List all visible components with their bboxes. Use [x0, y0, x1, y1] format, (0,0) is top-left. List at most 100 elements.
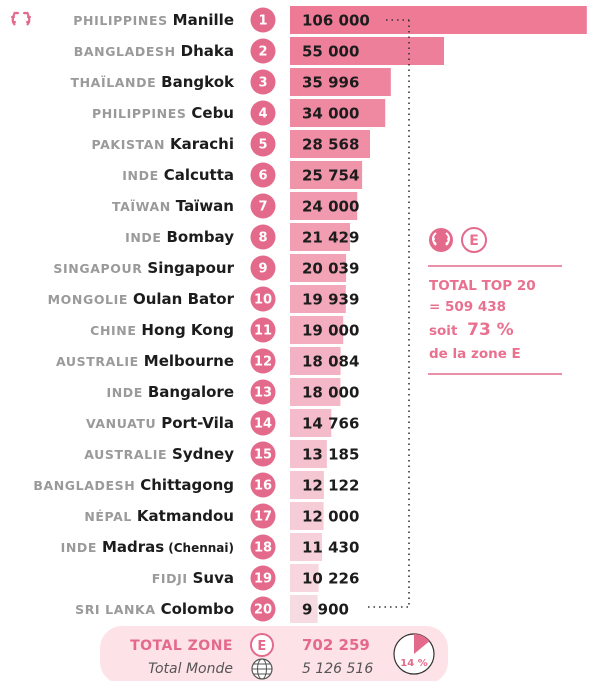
- city-label: SINGAPOUR Singapour: [53, 259, 234, 277]
- rank-badge: [250, 410, 276, 436]
- city-name: Taïwan: [176, 197, 234, 215]
- rank-badge: [250, 162, 276, 188]
- rank-badge: [250, 69, 276, 95]
- bar-12: [290, 347, 341, 375]
- value-label: 35 996: [302, 74, 359, 92]
- bar-1: [290, 6, 587, 34]
- rank-badge: [250, 441, 276, 467]
- country-name: PHILIPPINES: [92, 106, 191, 121]
- city-note: (Chennai): [168, 541, 234, 555]
- country-name: CHINE: [90, 323, 141, 338]
- city-label: INDE Calcutta: [122, 166, 234, 184]
- rank-number: 10: [254, 293, 272, 308]
- city-label: FIDJI Suva: [152, 569, 234, 587]
- bar-10: [290, 285, 346, 313]
- bar-5: [290, 130, 370, 158]
- city-label: AUSTRALIE Sydney: [84, 445, 234, 463]
- totals-panel: TOTAL ZONE E 702 259 Total Monde 5 126 5…: [100, 626, 448, 681]
- country-name: INDE: [106, 385, 147, 400]
- laurel-icon: [11, 11, 31, 26]
- city-label: INDE Madras(Chennai): [61, 538, 234, 556]
- country-name: MONGOLIE: [48, 292, 133, 307]
- rank-number: 12: [254, 355, 272, 370]
- country-name: SINGAPOUR: [53, 261, 147, 276]
- rank-number: 8: [258, 231, 267, 246]
- rank-number: 1: [258, 14, 267, 29]
- rank-number: 2: [258, 45, 267, 60]
- bar-18: [290, 533, 322, 561]
- value-label: 19 939: [302, 291, 359, 309]
- country-name: THAÏLANDE: [70, 75, 161, 90]
- summary-line4: de la zone E: [429, 346, 521, 362]
- rank-number: 18: [254, 541, 272, 556]
- city-name: Cebu: [191, 104, 234, 122]
- country-name: PAKISTAN: [92, 137, 170, 152]
- rank-number: 15: [254, 448, 272, 463]
- city-name: Bangkok: [161, 73, 235, 91]
- rank-number: 5: [258, 138, 267, 153]
- rank-badge: [250, 565, 276, 591]
- rank-badge: [250, 193, 276, 219]
- table-row: 5 PAKISTAN Karachi 28 568: [92, 130, 370, 158]
- rank-badge: [250, 379, 276, 405]
- rank-number: 4: [258, 107, 267, 122]
- city-name: Manille: [173, 11, 234, 29]
- value-label: 20 039: [302, 260, 359, 278]
- value-label: 28 568: [302, 136, 359, 154]
- value-label: 24 000: [302, 198, 359, 216]
- city-name: Oulan Bator: [133, 290, 235, 308]
- city-label: PHILIPPINES Manille: [73, 11, 234, 29]
- rank-number: 17: [254, 510, 272, 525]
- rank-badge: [250, 131, 276, 157]
- rank-badge: [250, 596, 276, 622]
- rank-badge: [250, 255, 276, 281]
- city-label: TAÏWAN Taïwan: [112, 197, 234, 215]
- rank-badge: [250, 534, 276, 560]
- country-name: VANUATU: [86, 416, 161, 431]
- rank-badge: [250, 286, 276, 312]
- bar-7: [290, 192, 358, 220]
- value-label: 11 430: [302, 539, 359, 557]
- city-label: INDE Bangalore: [106, 383, 234, 401]
- zone-e-badge: E: [461, 227, 487, 253]
- city-name: Suva: [193, 569, 234, 587]
- country-name: AUSTRALIE: [84, 447, 172, 462]
- city-label: VANUATU Port-Vila: [86, 414, 234, 432]
- pie-slice: [414, 634, 430, 654]
- bar-16: [290, 471, 324, 499]
- bar-9: [290, 254, 347, 282]
- city-label: BANGLADESH Dhaka: [74, 42, 234, 60]
- city-label: CHINE Hong Kong: [90, 321, 234, 339]
- table-row: 4 PHILIPPINES Cebu 34 000: [92, 99, 386, 127]
- summary-line3: soit 73 %: [429, 320, 514, 340]
- rank-number: 7: [258, 200, 267, 215]
- rank-number: 6: [258, 169, 267, 184]
- summary-percent: 73 %: [467, 320, 514, 340]
- country-name: NÉPAL: [84, 509, 137, 524]
- rank-badge: [250, 317, 276, 343]
- country-name: BANGLADESH: [33, 478, 140, 493]
- bar-13: [290, 378, 341, 406]
- country-name: FIDJI: [152, 571, 193, 586]
- rank-number: 11: [254, 324, 272, 339]
- summary-line2: = 509 438: [429, 299, 506, 315]
- bar-11: [290, 316, 344, 344]
- table-row: 18 INDE Madras(Chennai) 11 430: [61, 533, 359, 561]
- rank-badge: [250, 38, 276, 64]
- country-name: INDE: [125, 230, 166, 245]
- globe-icon: [251, 658, 273, 680]
- city-name: Bangalore: [148, 383, 234, 401]
- value-label: 34 000: [302, 105, 359, 123]
- city-label: PAKISTAN Karachi: [92, 135, 234, 153]
